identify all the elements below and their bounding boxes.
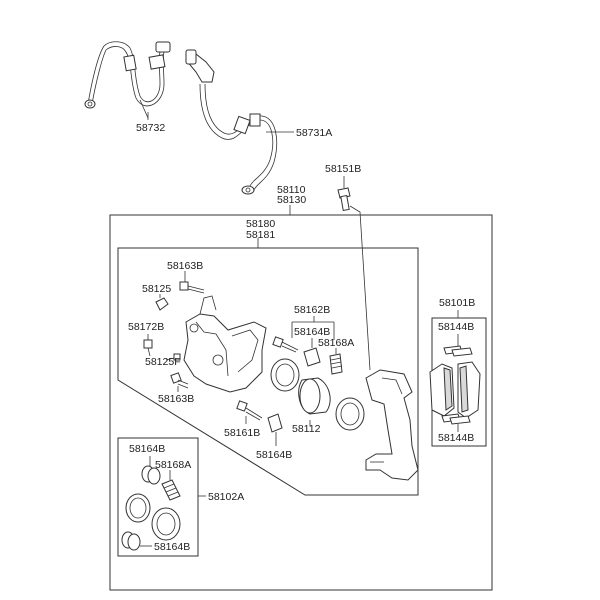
piston-seal <box>270 358 300 392</box>
bolt-58163b-top <box>179 281 205 294</box>
frame-main-assembly <box>109 214 493 591</box>
label-58130: 58130 <box>277 194 306 206</box>
guide-pin-lower <box>236 400 263 421</box>
label-58172b: 58172B <box>128 321 164 333</box>
kit-boot-58164b-top <box>141 465 161 485</box>
caliper-housing <box>183 295 267 393</box>
brake-pad-outer <box>457 361 481 419</box>
brake-hose-left <box>84 41 171 119</box>
caliper-carrier <box>365 369 419 481</box>
frame-caliper-body <box>117 247 419 496</box>
label-58732: 58732 <box>136 122 165 134</box>
label-kit-58164b-top: 58164B <box>129 443 165 455</box>
label-58161b: 58161B <box>224 427 260 439</box>
bleeder-58172b <box>143 339 153 357</box>
brake-pad-inner <box>429 363 455 417</box>
label-kit-58168a: 58168A <box>155 459 191 471</box>
kit-seal-ring <box>125 493 151 523</box>
cap-58125f <box>173 353 181 361</box>
label-58163b-bottom: 58163B <box>158 393 194 405</box>
label-58168a: 58168A <box>318 337 354 349</box>
label-58163b-top: 58163B <box>167 260 203 272</box>
kit-boot-58164b-bottom <box>121 531 141 551</box>
dust-boot <box>335 397 365 431</box>
label-kit-58164b-bottom: 58164B <box>154 541 190 553</box>
boot-58164b-lower <box>267 413 283 433</box>
label-58164b-lower: 58164B <box>256 449 292 461</box>
label-58151b: 58151B <box>325 163 361 175</box>
part-labels: 58732 58731A 58151B 58110 58130 58180 58… <box>128 122 475 553</box>
kit-dust-boot <box>151 507 181 541</box>
pad-shim-bottom <box>441 413 471 425</box>
label-58180: 58180 <box>246 218 275 230</box>
cap-58125 <box>155 297 169 311</box>
label-58162b: 58162B <box>294 304 330 316</box>
brake-hose-right <box>185 49 278 195</box>
bolt-58151b <box>337 187 351 211</box>
label-58731a: 58731A <box>296 127 332 139</box>
piston-58112 <box>298 377 331 415</box>
label-58144b-top: 58144B <box>438 321 474 333</box>
label-58144b-bottom: 58144B <box>438 432 474 444</box>
bolt-58163b-bottom <box>170 372 189 389</box>
label-58102a: 58102A <box>208 491 244 503</box>
label-58110: 58110 <box>277 184 306 196</box>
label-58101b: 58101B <box>439 297 475 309</box>
boot-58164b-upper <box>303 347 321 367</box>
kit-boot-58168a <box>161 479 181 501</box>
label-58125: 58125 <box>142 283 171 295</box>
frame-seal-kit <box>117 437 199 557</box>
leader-lines <box>140 112 459 547</box>
boot-58168a <box>329 353 343 375</box>
label-58164b-upper: 58164B <box>294 326 330 338</box>
pad-shim-top <box>443 345 473 357</box>
guide-pin-upper <box>272 336 299 353</box>
label-58112: 58112 <box>292 423 321 435</box>
label-58125f: 58125F <box>145 356 181 368</box>
label-58181: 58181 <box>246 229 275 241</box>
